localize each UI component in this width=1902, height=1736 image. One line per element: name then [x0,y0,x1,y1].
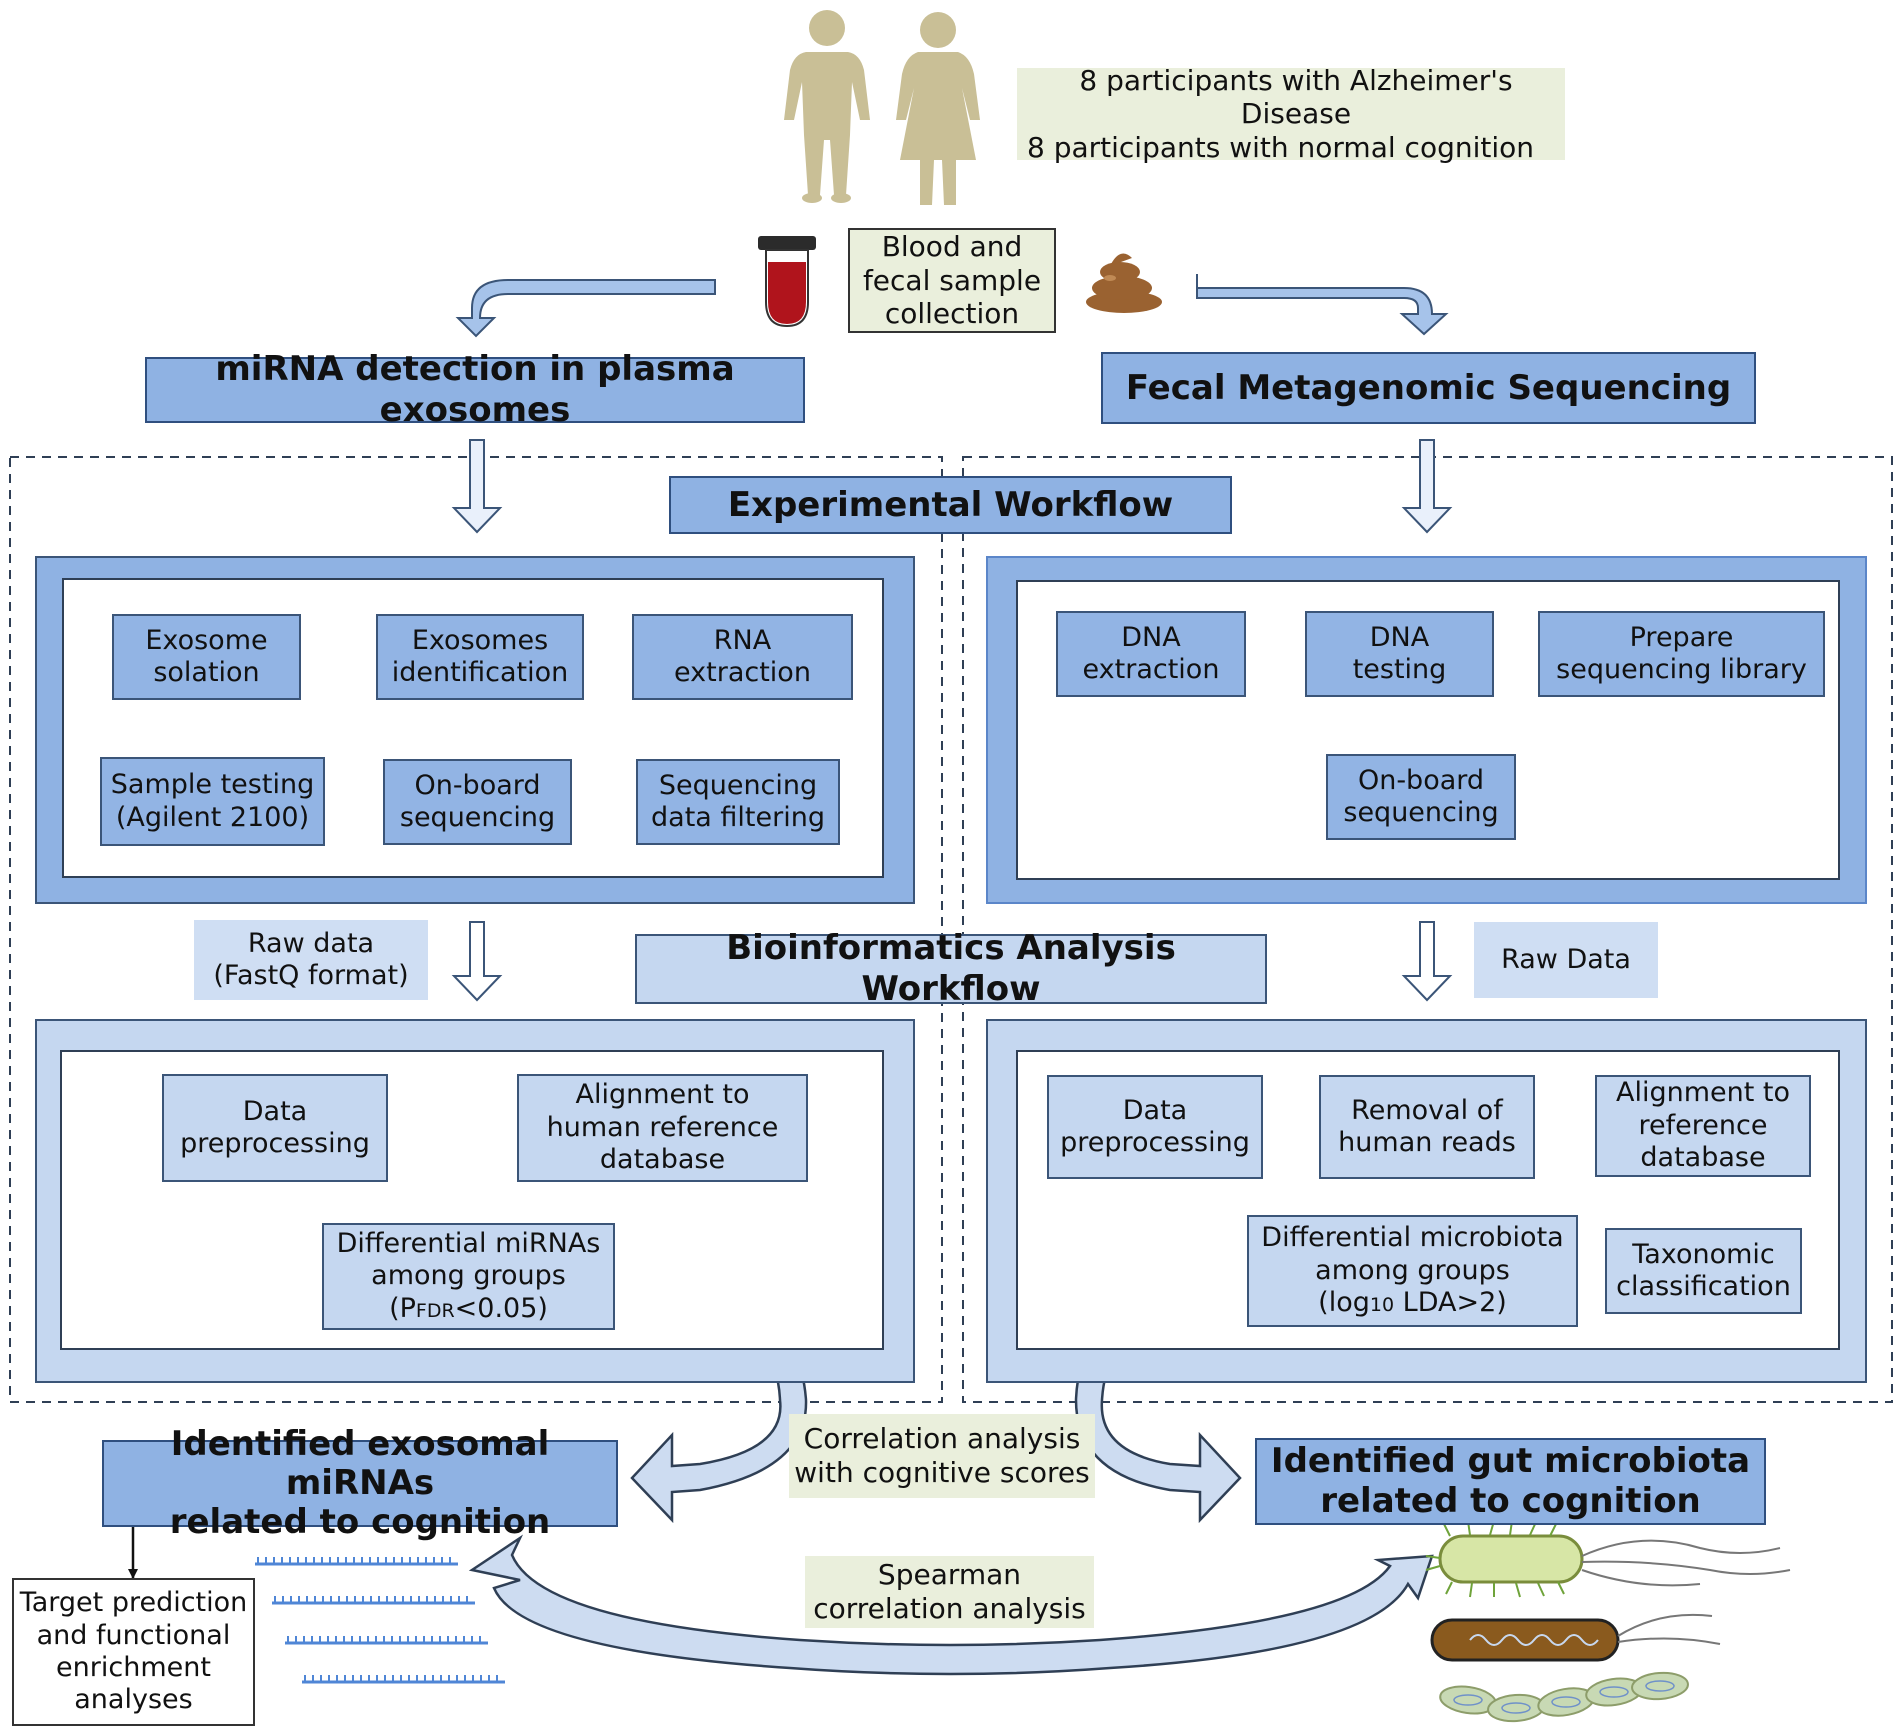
mirna-ticks [257,1557,498,1682]
participants-ad: 8 participants with Alzheimer's Disease [1079,63,1513,131]
target-prediction-box: Target prediction and functional enrichm… [12,1578,255,1726]
left-down-arrow-1 [451,439,503,534]
identified-mirnas-result: Identified exosomal miRNAs related to co… [102,1424,618,1542]
step-exosome-isolation: Exosome solation [112,614,301,700]
identified-microbiota-result: Identified gut microbiota related to cog… [1255,1438,1766,1525]
top-left-curved-arrow [455,279,716,338]
spearman-correlation-note: Spearman correlation analysis [805,1556,1094,1628]
top-right-curved-arrow [1196,274,1449,336]
step-onboard-sequencing-left: On-board sequencing [383,759,572,845]
diff-mirna-line2: among groups [371,1260,566,1292]
left-down-arrow-2 [451,921,503,1002]
right-header-fecal-sequencing: Fecal Metagenomic Sequencing [1101,352,1756,424]
step-exosomes-identification: Exosomes identification [376,614,584,700]
step-differential-mirnas: Differential miRNAs among groups (PFDR<0… [322,1223,615,1330]
bacteria-icon [1425,1520,1791,1723]
left-raw-data-note: Raw data (FastQ format) [194,920,428,1000]
step-dna-extraction: DNA extraction [1056,611,1246,697]
left-header-mirna-detection: miRNA detection in plasma exosomes [145,349,805,430]
blood-tube-icon [758,236,816,328]
diff-microbiota-line1: Differential microbiota [1261,1222,1564,1254]
diff-microbiota-threshold: (log10 LDA>2) [1318,1287,1507,1319]
step-taxonomic-classification: Taxonomic classification [1605,1228,1802,1314]
diff-mirna-line1: Differential miRNAs [336,1227,601,1259]
right-raw-data-note: Raw Data [1474,922,1658,998]
mirna-strands-icon [255,1562,505,1684]
correlation-analysis-note: Correlation analysis with cognitive scor… [789,1414,1095,1498]
experimental-workflow-title: Experimental Workflow [669,476,1232,534]
feces-icon [1086,253,1162,313]
step-alignment-reference: Alignment to reference database [1595,1075,1811,1177]
female-person-icon [896,12,980,205]
right-down-arrow-1 [1401,439,1453,534]
bioinformatics-workflow-title: Bioinformatics Analysis Workflow [635,928,1267,1009]
right-down-arrow-2 [1401,921,1453,1002]
sample-collection-box: Blood and fecal sample collection [848,228,1056,333]
step-differential-microbiota: Differential microbiota among groups (lo… [1247,1215,1578,1327]
step-sequencing-data-filtering: Sequencing data filtering [636,759,840,845]
step-alignment-human-reference: Alignment to human reference database [517,1074,808,1182]
diff-microbiota-line2: among groups [1315,1254,1510,1286]
step-sample-testing: Sample testing (Agilent 2100) [100,757,325,846]
step-onboard-sequencing-right: On-board sequencing [1326,754,1516,840]
step-prepare-library: Prepare sequencing library [1538,611,1825,697]
participants-normal: 8 participants with normal cognition [1027,130,1535,164]
step-data-preprocessing-left: Data preprocessing [162,1074,388,1182]
step-rna-extraction: RNA extraction [632,614,853,700]
male-person-icon [784,10,870,203]
diff-mirna-threshold: (PFDR<0.05) [389,1292,548,1324]
step-removal-human-reads: Removal of human reads [1319,1075,1535,1179]
step-dna-testing: DNA testing [1305,611,1494,697]
step-data-preprocessing-right: Data preprocessing [1047,1075,1263,1179]
participants-note: 8 participants with Alzheimer's Disease … [1017,64,1565,164]
